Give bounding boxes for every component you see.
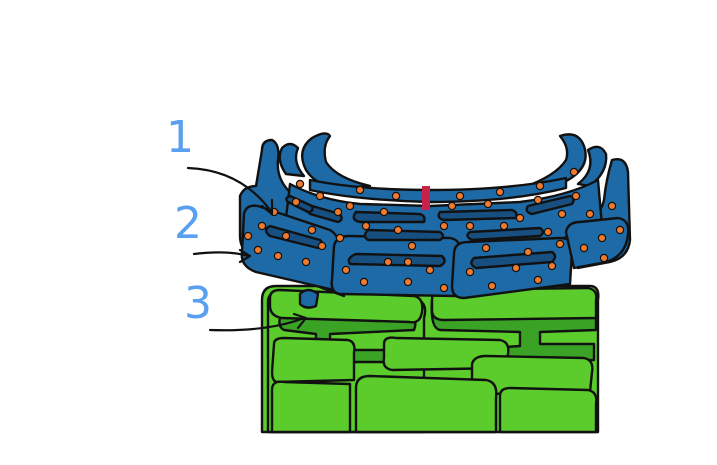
ribosome-dot: [408, 242, 415, 249]
ribosome-dot: [394, 226, 401, 233]
ribosome-dot: [524, 248, 531, 255]
ribosome-dot: [334, 208, 341, 215]
ribosome-dot: [466, 268, 473, 275]
label-1: 1: [166, 112, 194, 163]
ribosome-dot: [572, 192, 579, 199]
ribosome-dot: [544, 228, 551, 235]
ribosome-dot: [336, 234, 343, 241]
ribosome-dot: [534, 276, 541, 283]
ribosome-dot: [384, 258, 391, 265]
ribosome-dot: [466, 222, 473, 229]
smooth-er: [262, 286, 598, 432]
ribosome-dot: [482, 244, 489, 251]
label-group-2: 2: [174, 198, 250, 262]
ribosome-dot: [608, 202, 615, 209]
ribosome-dot: [316, 192, 323, 199]
ribosome-dot: [440, 222, 447, 229]
ribosome-dot: [404, 278, 411, 285]
ribosome-dot: [580, 244, 587, 251]
ribosome-dot: [380, 208, 387, 215]
ribosome-dot: [254, 246, 261, 253]
ribosome-dot: [556, 240, 563, 247]
ribosome-dot: [360, 278, 367, 285]
label-3: 3: [184, 278, 212, 329]
ribosome-dot: [570, 168, 577, 175]
ribosome-dot: [404, 258, 411, 265]
ribosome-dot: [516, 214, 523, 221]
ribosome-dot: [346, 202, 353, 209]
ribosome-dot: [456, 192, 463, 199]
ribosome-dot: [342, 266, 349, 273]
ribosome-dot: [440, 284, 447, 291]
ribosome-dot: [536, 182, 543, 189]
ribosome-dot: [426, 266, 433, 273]
ribosome-dot: [392, 192, 399, 199]
ribosome-dot: [244, 232, 251, 239]
ribosome-dot: [356, 186, 363, 193]
ribosome-dot: [318, 242, 325, 249]
ribosome-dot: [558, 210, 565, 217]
ribosome-dot: [488, 282, 495, 289]
ribosome-dot: [308, 226, 315, 233]
label-2: 2: [174, 198, 202, 249]
ribosome-dot: [512, 264, 519, 271]
ribosome-dot: [500, 222, 507, 229]
ribosome-dot: [258, 222, 265, 229]
ribosome-dot: [274, 252, 281, 259]
ribosome-dot: [586, 210, 593, 217]
ribosome-dot: [598, 234, 605, 241]
ribosome-dot: [534, 196, 541, 203]
ribosome-dot: [484, 200, 491, 207]
ribosome-dot: [292, 198, 299, 205]
ribosome-dot: [616, 226, 623, 233]
ribosome-dot: [362, 222, 369, 229]
ribosome-dot: [282, 232, 289, 239]
ribosome-dot: [548, 262, 555, 269]
rough-er: [240, 133, 630, 298]
connector: [422, 186, 430, 210]
ribosome-dot: [448, 202, 455, 209]
ribosome-dot: [600, 254, 607, 261]
ribosome-dot: [496, 188, 503, 195]
ribosome-dot: [302, 258, 309, 265]
curved-arrow-icon: [194, 252, 248, 256]
ribosome-dot: [296, 180, 303, 187]
